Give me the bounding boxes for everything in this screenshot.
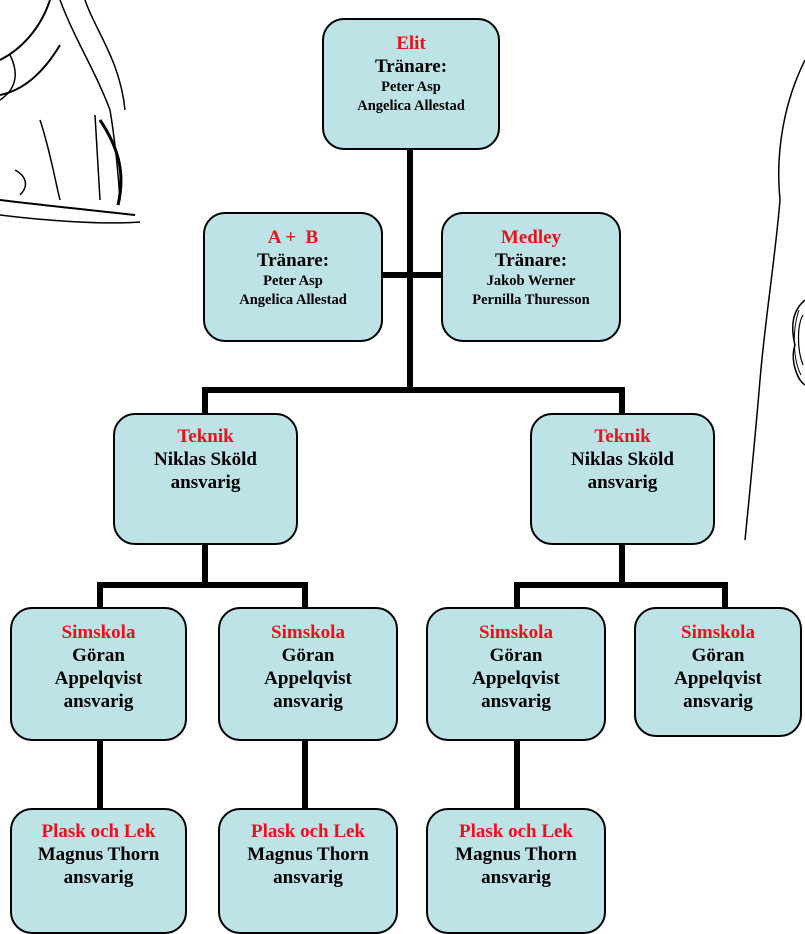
node-sub: Angelica Allestad (239, 292, 347, 308)
node-line: Tränare: (374, 56, 448, 77)
node-plask-och-lek-1: Plask och Lek Magnus Thorn ansvarig (10, 808, 187, 934)
cartoon-character-sketch-icon (744, 60, 805, 541)
node-title: Simskola (681, 622, 755, 643)
node-title: Simskola (61, 622, 136, 643)
node-line: Göran (691, 645, 745, 666)
node-title: Elit (396, 33, 426, 54)
node-line: Appelqvist (472, 668, 560, 689)
node-line: Appelqvist (264, 668, 352, 689)
node-sub: Peter Asp (263, 273, 323, 289)
node-line: Magnus Thorn (37, 844, 160, 865)
node-line: Niklas Sköld (154, 449, 257, 470)
node-title: Teknik (594, 426, 651, 447)
node-title: A + B (267, 227, 319, 248)
node-a-plus-b: A + B Tränare: Peter Asp Angelica Allest… (203, 212, 383, 342)
node-simskola-2: Simskola Göran Appelqvist ansvarig (218, 607, 398, 741)
node-line: Tränare: (256, 250, 330, 271)
node-teknik-right: Teknik Niklas Sköld ansvarig (530, 413, 715, 545)
node-line: ansvarig (63, 867, 134, 888)
node-sub: Pernilla Thuresson (472, 292, 590, 308)
node-title: Plask och Lek (458, 821, 574, 842)
node-sub: Angelica Allestad (357, 98, 465, 114)
node-simskola-4: Simskola Göran Appelqvist ansvarig (634, 607, 802, 737)
node-title: Medley (500, 227, 562, 248)
node-line: ansvarig (63, 691, 134, 712)
node-line: ansvarig (481, 691, 551, 712)
node-line: ansvarig (587, 472, 658, 493)
node-line: Göran (489, 645, 543, 666)
node-title: Plask och Lek (41, 821, 156, 842)
node-teknik-left: Teknik Niklas Sköld ansvarig (113, 413, 298, 545)
node-title: Teknik (177, 426, 234, 447)
node-title: Simskola (271, 622, 345, 643)
node-line: Appelqvist (674, 668, 762, 689)
node-line: Magnus Thorn (247, 844, 369, 865)
node-simskola-3: Simskola Göran Appelqvist ansvarig (426, 607, 606, 741)
node-line: Magnus Thorn (455, 844, 577, 865)
node-line: Tränare: (494, 250, 568, 271)
node-title: Simskola (479, 622, 553, 643)
node-sub: Jakob Werner (486, 273, 576, 289)
node-elit: Elit Tränare: Peter Asp Angelica Allesta… (322, 18, 500, 150)
node-simskola-1: Simskola Göran Appelqvist ansvarig (10, 607, 187, 741)
cartoon-character-sketch-icon (0, 0, 141, 224)
node-sub: Peter Asp (381, 79, 441, 95)
node-plask-och-lek-3: Plask och Lek Magnus Thorn ansvarig (426, 808, 606, 934)
node-line: Göran (72, 645, 125, 666)
node-line: ansvarig (481, 867, 551, 888)
node-line: ansvarig (683, 691, 753, 712)
node-plask-och-lek-2: Plask och Lek Magnus Thorn ansvarig (218, 808, 398, 934)
node-line: Göran (281, 645, 335, 666)
node-title: Plask och Lek (250, 821, 366, 842)
node-medley: Medley Tränare: Jakob Werner Pernilla Th… (441, 212, 621, 342)
node-line: ansvarig (273, 691, 343, 712)
node-line: Appelqvist (54, 668, 143, 689)
node-line: ansvarig (170, 472, 241, 493)
node-line: ansvarig (273, 867, 343, 888)
node-line: Niklas Sköld (571, 449, 674, 470)
